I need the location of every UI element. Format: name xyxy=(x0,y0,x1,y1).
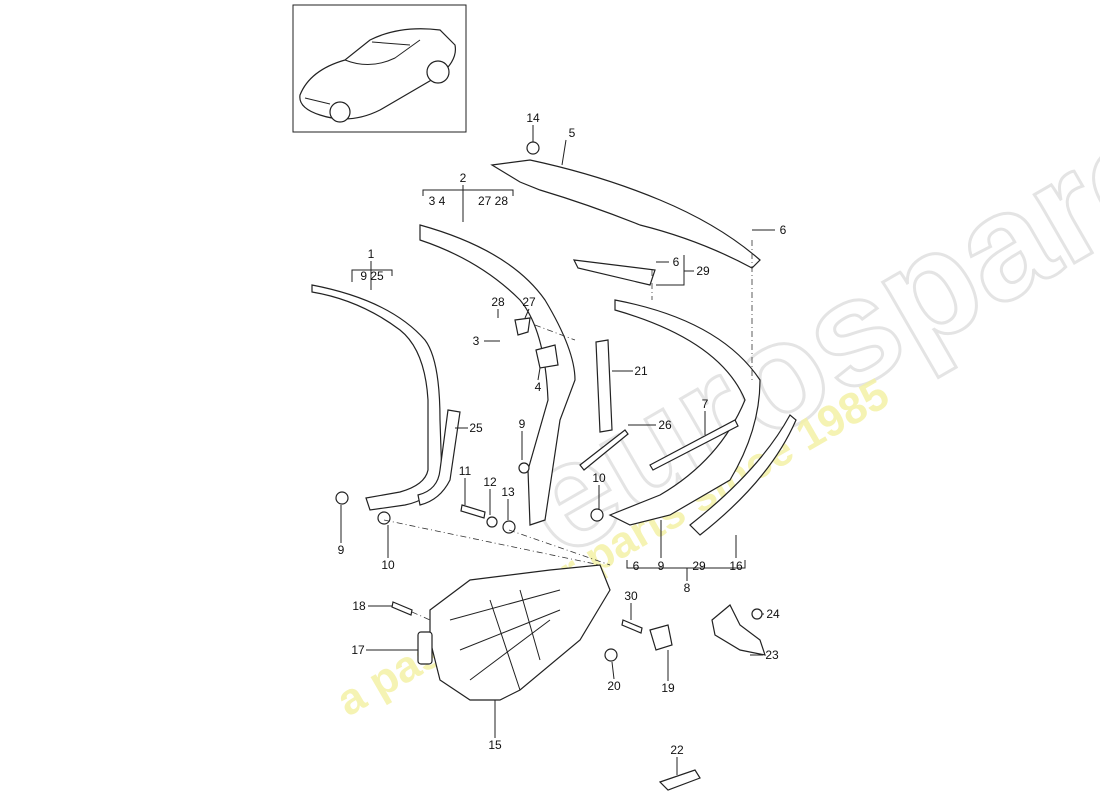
label-15: 15 xyxy=(488,738,502,752)
label-1-group: 9 25 xyxy=(360,269,384,283)
label-8-group-9: 9 xyxy=(658,559,665,573)
part-5-cover xyxy=(490,159,761,269)
part-26-rod xyxy=(579,429,629,471)
label-2-group-b: 27 28 xyxy=(478,194,508,208)
label-28: 28 xyxy=(491,295,505,309)
part-4-bracket xyxy=(535,344,559,369)
label-1: 1 xyxy=(368,247,375,261)
car-thumbnail-icon xyxy=(292,4,467,133)
label-9-mid: 9 xyxy=(519,417,526,431)
leader-lines xyxy=(340,125,775,775)
label-27: 27 xyxy=(522,295,536,309)
label-2: 2 xyxy=(460,171,467,185)
label-8: 8 xyxy=(684,581,691,595)
part-21 xyxy=(595,339,613,433)
label-8-group-29: 29 xyxy=(692,559,706,573)
part-25-strip xyxy=(417,409,461,506)
label-14: 14 xyxy=(526,111,540,125)
label-24: 24 xyxy=(766,607,780,621)
part-17-cap xyxy=(417,631,433,665)
label-9-left: 9 xyxy=(338,543,345,557)
label-29: 29 xyxy=(696,264,710,278)
label-8-group-16: 16 xyxy=(729,559,743,573)
label-11: 11 xyxy=(459,464,472,478)
label-21: 21 xyxy=(634,364,648,378)
label-8-group-6: 6 xyxy=(633,559,640,573)
part-15-bracket xyxy=(429,564,611,701)
part-29-strip xyxy=(572,259,656,286)
label-17: 17 xyxy=(351,643,365,657)
label-20: 20 xyxy=(607,679,621,693)
part-19-clip xyxy=(649,624,673,651)
watermark-brand: eurospares xyxy=(492,38,1100,588)
part-27-bracket xyxy=(514,317,531,336)
label-7: 7 xyxy=(702,397,709,411)
label-12: 12 xyxy=(483,475,497,489)
part-23-bracket xyxy=(711,604,766,656)
label-13: 13 xyxy=(501,485,515,499)
label-22: 22 xyxy=(670,743,684,757)
part-16-seal xyxy=(689,414,797,536)
label-25: 25 xyxy=(469,421,483,435)
label-2-group-a: 3 4 xyxy=(429,194,446,208)
label-5: 5 xyxy=(569,126,576,140)
callout-labels: 14 5 2 3 4 27 28 1 9 25 6 6 29 28 27 3 4… xyxy=(338,111,787,757)
label-4: 4 xyxy=(535,380,542,394)
roof-frame-parts xyxy=(311,141,797,791)
label-10-left: 10 xyxy=(381,558,395,572)
label-18: 18 xyxy=(352,599,366,613)
label-19: 19 xyxy=(661,681,675,695)
part-8-frame xyxy=(608,299,761,526)
part-1-frame xyxy=(311,284,443,511)
label-30: 30 xyxy=(624,589,638,603)
label-26: 26 xyxy=(658,418,672,432)
part-22-tube xyxy=(658,769,701,791)
label-3: 3 xyxy=(473,334,480,348)
label-10-right: 10 xyxy=(592,471,606,485)
label-23: 23 xyxy=(765,648,779,662)
label-6-right: 6 xyxy=(780,223,787,237)
label-6-mid: 6 xyxy=(673,255,680,269)
part-7-strut xyxy=(649,419,739,471)
part-2-frame xyxy=(419,224,576,526)
